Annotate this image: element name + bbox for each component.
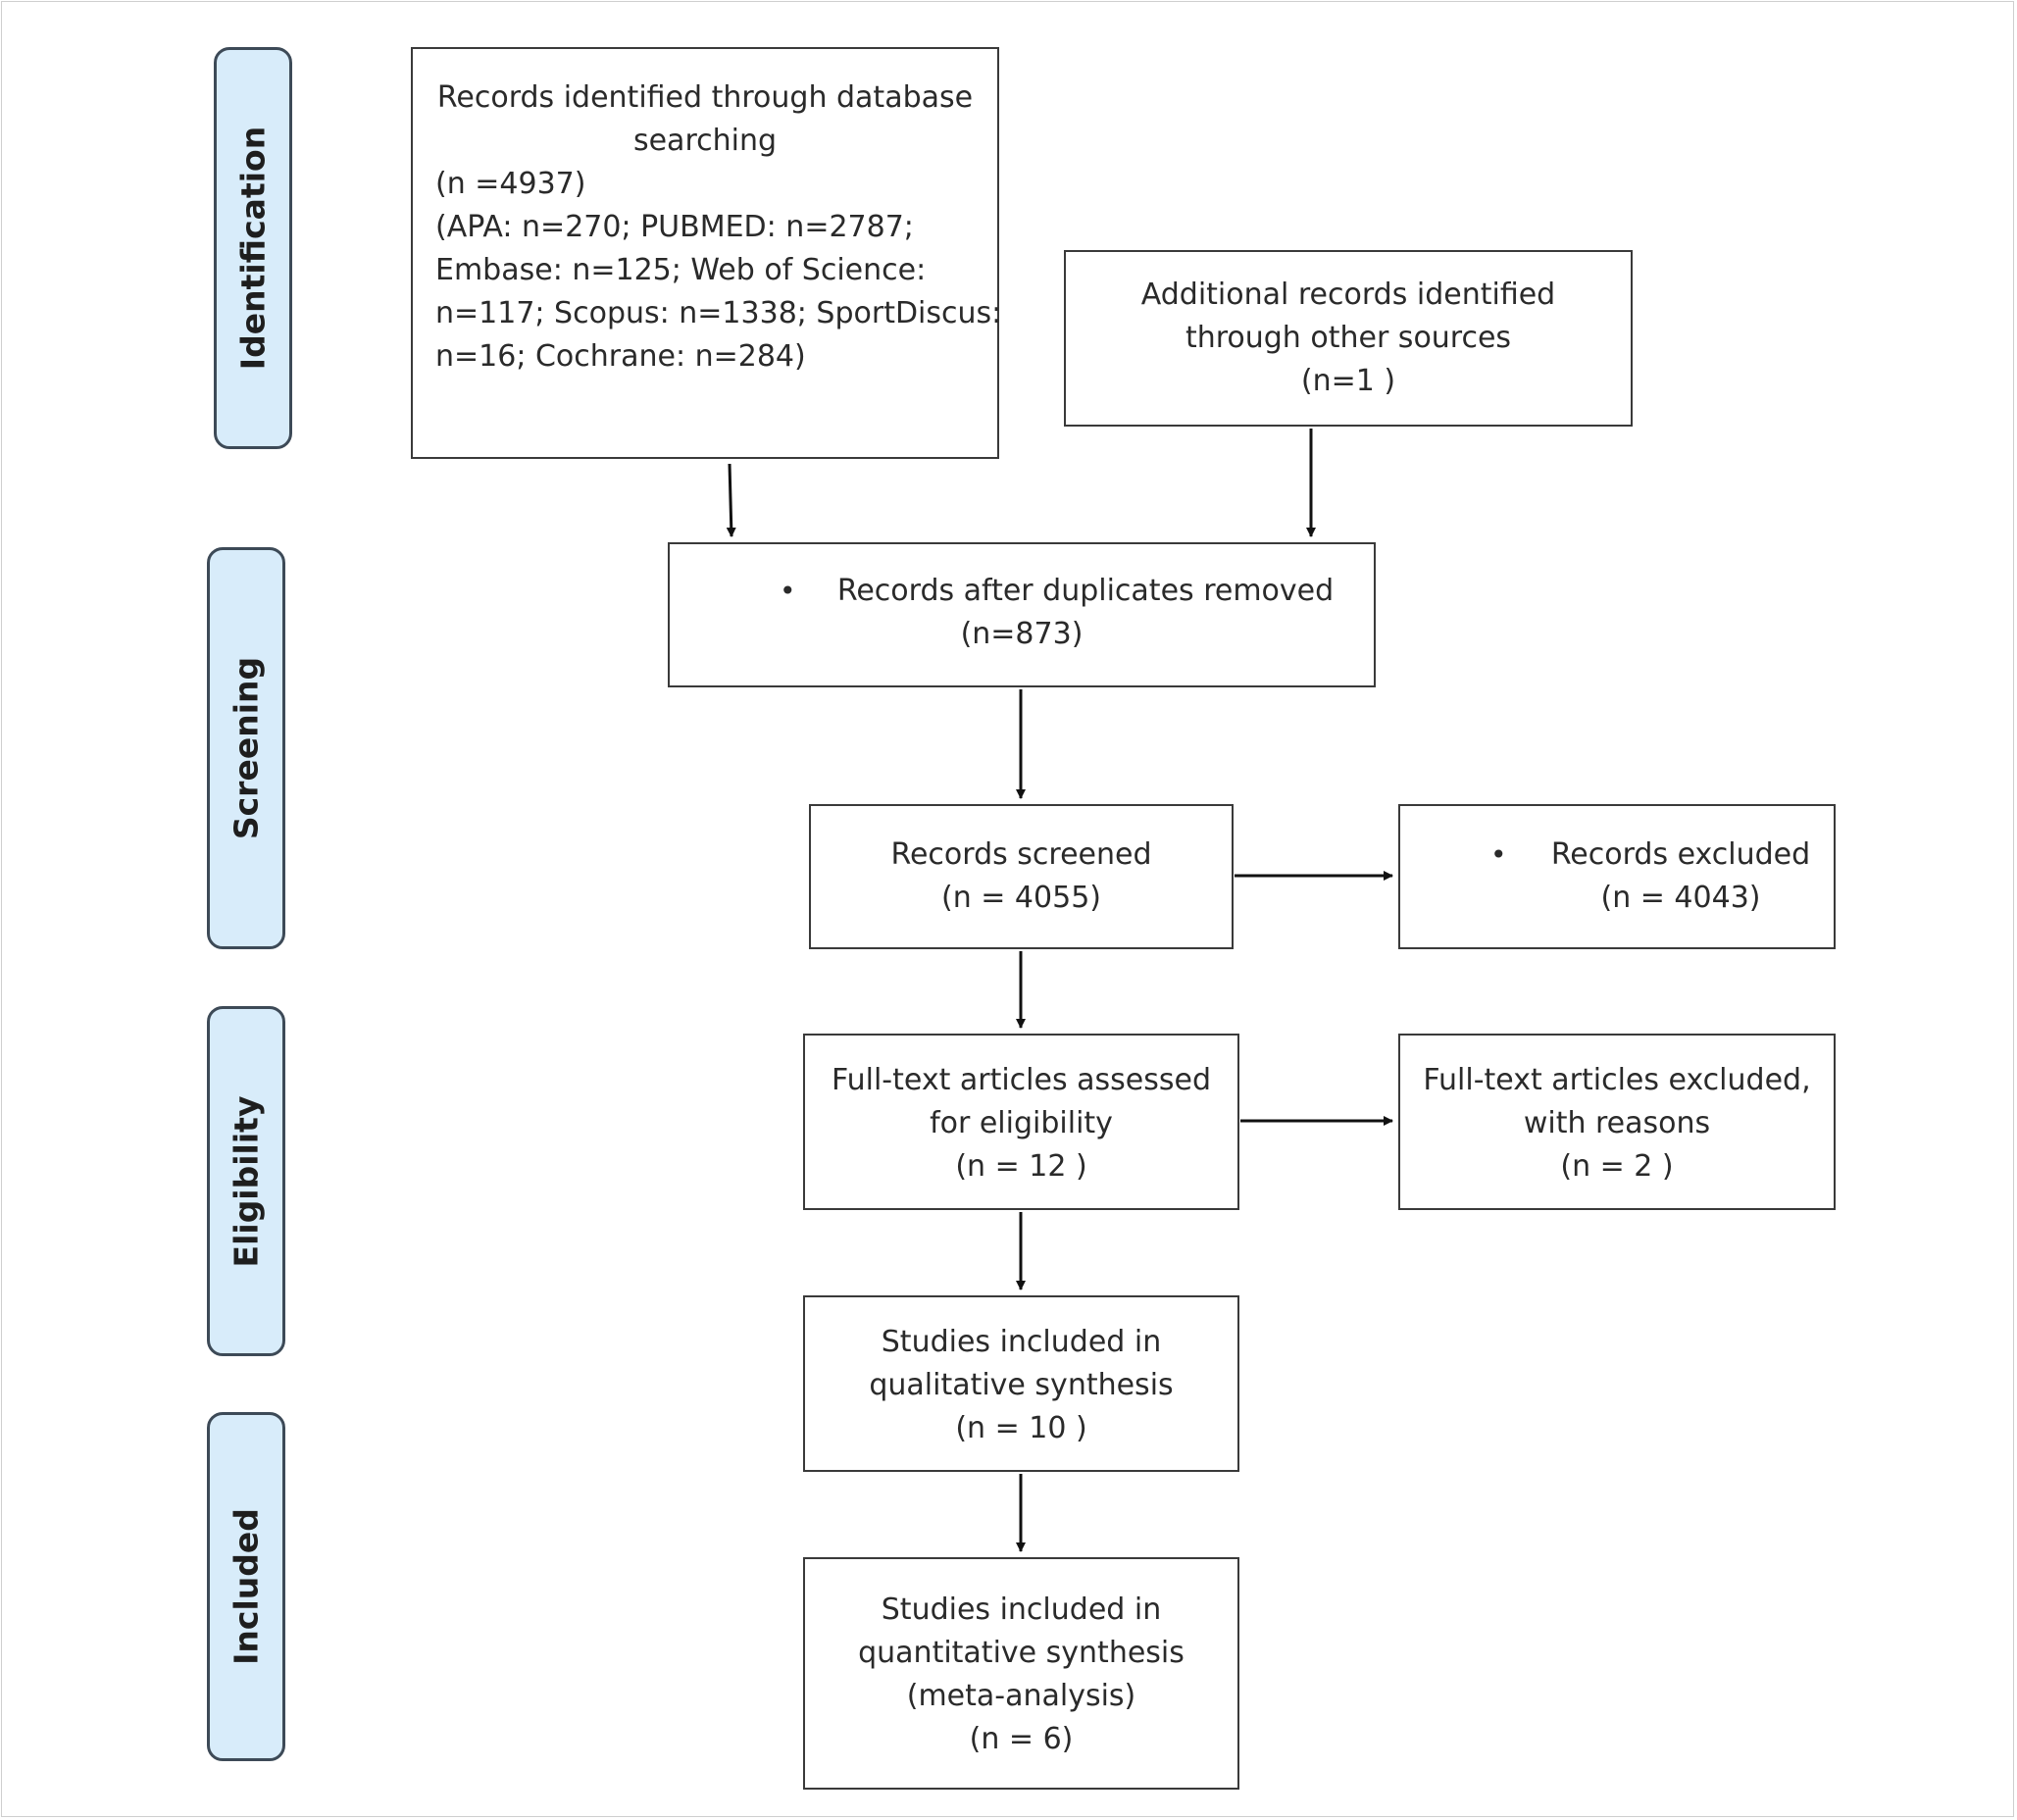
additional-records-count: (n=1 )	[1300, 364, 1396, 398]
database-records-box: Records identified through database sear…	[411, 47, 1002, 459]
quantitative-synthesis-count: (n = 6)	[969, 1722, 1074, 1756]
after-duplicates-line1: Records after duplicates removed	[836, 574, 1335, 608]
records-screened-box: Records screened (n = 4055)	[809, 804, 1234, 949]
additional-records-box: Additional records identified through ot…	[1064, 250, 1633, 427]
fulltext-excluded-count: (n = 2 )	[1560, 1149, 1674, 1184]
records-excluded-box: • Records excluded (n = 4043)	[1398, 804, 1836, 949]
quantitative-synthesis-line1: Studies included in	[881, 1592, 1162, 1627]
fulltext-assessed-line1: Full-text articles assessed	[832, 1063, 1211, 1097]
stage-eligibility: Eligibility	[207, 1006, 285, 1356]
quantitative-synthesis-box: Studies included in quantitative synthes…	[803, 1557, 1239, 1790]
database-records-title-line2: searching	[632, 124, 778, 158]
arrow-database-to-duplicates	[726, 463, 736, 537]
records-screened-line1: Records screened	[890, 837, 1152, 872]
quantitative-synthesis-line2: quantitative synthesis	[858, 1636, 1185, 1670]
records-excluded-count: (n = 4043)	[1600, 881, 1761, 915]
records-excluded-bullet: •	[1490, 838, 1507, 871]
database-records-sources-line1: (APA: n=270; PUBMED: n=2787;	[435, 210, 914, 244]
database-records-title-line1: Records identified through database	[436, 80, 974, 115]
stage-included: Included	[207, 1412, 285, 1761]
qualitative-synthesis-box: Studies included in qualitative synthesi…	[803, 1295, 1239, 1472]
fulltext-excluded-line1: Full-text articles excluded,	[1423, 1063, 1811, 1097]
database-records-count: (n =4937)	[435, 167, 586, 201]
fulltext-assessed-box: Full-text articles assessed for eligibil…	[803, 1034, 1239, 1210]
records-excluded-line1: Records excluded	[1550, 837, 1811, 872]
records-screened-count: (n = 4055)	[941, 881, 1101, 915]
stage-identification: Identification	[214, 47, 292, 449]
fulltext-excluded-box: Full-text articles excluded, with reason…	[1398, 1034, 1836, 1210]
fulltext-excluded-line2: with reasons	[1523, 1106, 1711, 1140]
database-records-sources-line2: Embase: n=125; Web of Science:	[435, 253, 927, 287]
stage-screening: Screening	[207, 547, 285, 949]
fulltext-assessed-count: (n = 12 )	[955, 1149, 1087, 1184]
qualitative-synthesis-line2: qualitative synthesis	[869, 1368, 1174, 1402]
fulltext-assessed-line2: for eligibility	[930, 1106, 1113, 1140]
after-duplicates-box: • Records after duplicates removed (n=87…	[668, 542, 1376, 687]
qualitative-synthesis-count: (n = 10 )	[955, 1411, 1087, 1445]
quantitative-synthesis-line3: (meta-analysis)	[906, 1679, 1136, 1713]
database-records-sources-line4: n=16; Cochrane: n=284)	[435, 339, 806, 374]
qualitative-synthesis-line1: Studies included in	[881, 1325, 1162, 1359]
additional-records-line2: through other sources	[1185, 321, 1512, 355]
database-records-sources-line3: n=117; Scopus: n=1338; SportDiscus:	[435, 296, 1002, 330]
additional-records-line1: Additional records identified	[1140, 278, 1556, 312]
after-duplicates-bullet: •	[780, 575, 796, 607]
after-duplicates-count: (n=873)	[960, 617, 1084, 651]
